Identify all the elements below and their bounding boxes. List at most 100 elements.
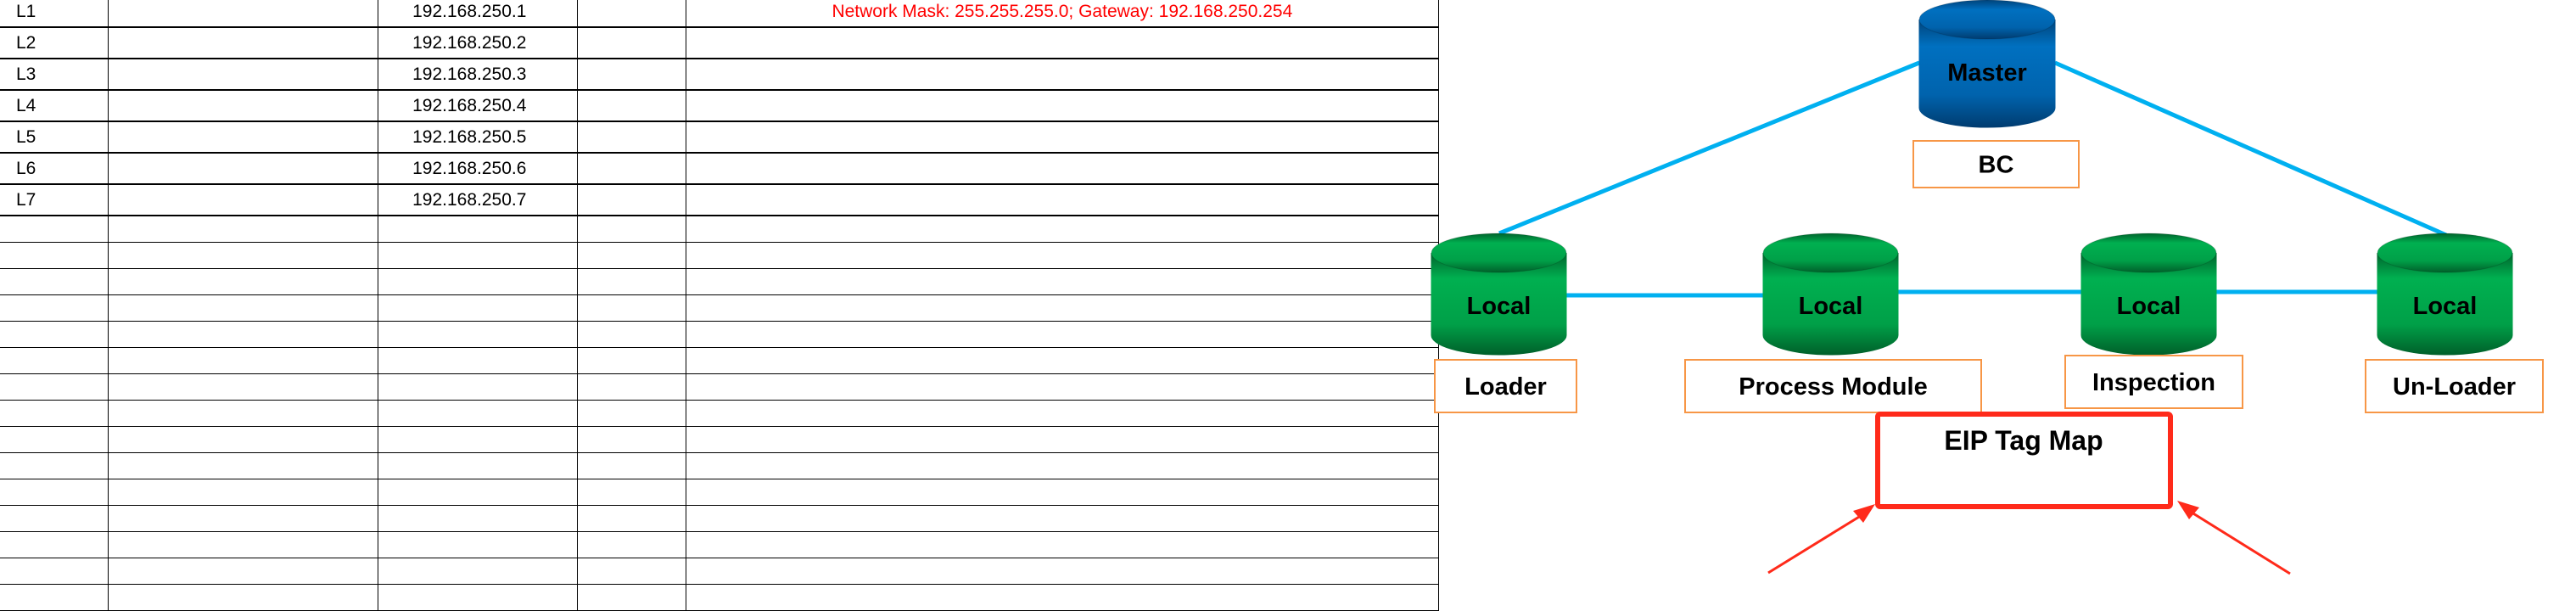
table-row: L2 192.168.250.2 — [0, 26, 1440, 59]
local-node-4-label: Local — [2413, 293, 2478, 320]
cell-empty[interactable] — [378, 373, 578, 401]
cell-ip[interactable]: 192.168.250.6 — [378, 152, 578, 185]
local-role-label-2-text: Process Module — [1739, 373, 1927, 401]
cell-empty[interactable] — [378, 505, 578, 532]
cell-note[interactable] — [685, 121, 1440, 154]
cell-empty[interactable] — [576, 152, 686, 185]
cell-empty[interactable] — [107, 584, 379, 611]
cell-note[interactable] — [685, 89, 1440, 122]
local-node-4-body — [2377, 253, 2513, 356]
cell-empty[interactable] — [107, 268, 379, 295]
cell-empty[interactable] — [107, 400, 379, 427]
cell-empty[interactable] — [576, 479, 686, 506]
cell-note[interactable]: Network Mask: 255.255.255.0; Gateway: 19… — [685, 0, 1440, 28]
cell-note[interactable] — [685, 152, 1440, 185]
cell-empty[interactable] — [576, 268, 686, 295]
cell-empty[interactable] — [685, 268, 1440, 295]
cell-ip[interactable]: 192.168.250.4 — [378, 89, 578, 122]
spreadsheet: L1 192.168.250.1 Network Mask: 255.255.255… — [0, 0, 1440, 611]
cell-empty[interactable] — [107, 321, 379, 348]
cell-empty[interactable] — [576, 584, 686, 611]
cell-empty[interactable] — [0, 584, 109, 611]
cell-empty[interactable] — [576, 373, 686, 401]
cell-empty[interactable] — [107, 294, 379, 322]
cell-empty[interactable] — [0, 426, 109, 453]
table-row-empty — [0, 373, 1440, 401]
cell-empty[interactable] — [378, 558, 578, 585]
local-node-2: Local — [1762, 233, 1899, 356]
cell-empty[interactable] — [685, 242, 1440, 269]
master-node-body — [1918, 20, 2056, 128]
cell-empty[interactable] — [107, 152, 379, 185]
local-node-2-label: Local — [1799, 293, 1863, 320]
cell-name[interactable]: L1 — [0, 0, 109, 28]
cell-note[interactable] — [685, 26, 1440, 59]
cell-empty[interactable] — [107, 426, 379, 453]
link-master-unloader — [2053, 60, 2448, 238]
cell-empty[interactable] — [685, 558, 1440, 585]
cell-empty[interactable] — [107, 121, 379, 154]
cell-empty[interactable] — [378, 452, 578, 479]
cell-empty[interactable] — [378, 400, 578, 427]
local-node-1-label: Local — [1467, 293, 1532, 320]
cell-empty[interactable] — [107, 58, 379, 91]
cell-empty[interactable] — [0, 215, 109, 243]
cell-empty[interactable] — [685, 584, 1440, 611]
local-node-1-body — [1431, 253, 1567, 356]
cell-empty[interactable] — [0, 268, 109, 295]
arrow-left-icon — [1767, 504, 1875, 575]
cell-empty[interactable] — [685, 452, 1440, 479]
cell-empty[interactable] — [685, 347, 1440, 374]
cell-empty[interactable] — [576, 58, 686, 91]
ip-table: L1 192.168.250.1 Network Mask: 255.255.255… — [0, 0, 1440, 611]
cell-empty[interactable] — [107, 183, 379, 216]
cell-empty[interactable] — [576, 121, 686, 154]
cell-name[interactable]: L3 — [0, 58, 109, 91]
cell-empty[interactable] — [576, 505, 686, 532]
cell-empty[interactable] — [0, 505, 109, 532]
cell-empty[interactable] — [107, 26, 379, 59]
cell-empty[interactable] — [107, 0, 379, 28]
local-role-label-1: Loader — [1434, 359, 1577, 413]
cell-empty[interactable] — [378, 531, 578, 558]
cell-note[interactable] — [685, 58, 1440, 91]
master-node-label: Master — [1947, 59, 2027, 87]
cell-ip[interactable]: 192.168.250.1 — [378, 0, 578, 28]
local-role-label-3: Inspection — [2064, 355, 2243, 409]
local-role-label-4-text: Un-Loader — [2393, 373, 2516, 401]
cell-empty[interactable] — [0, 321, 109, 348]
cell-ip[interactable]: 192.168.250.3 — [378, 58, 578, 91]
cell-note[interactable] — [685, 183, 1440, 216]
cell-empty[interactable] — [378, 347, 578, 374]
cell-empty[interactable] — [378, 584, 578, 611]
cell-empty[interactable] — [0, 531, 109, 558]
cell-ip[interactable]: 192.168.250.2 — [378, 26, 578, 59]
cell-empty[interactable] — [0, 373, 109, 401]
local-node-3-label: Local — [2117, 293, 2181, 320]
cell-empty[interactable] — [685, 294, 1440, 322]
table-row: L5 192.168.250.5 — [0, 121, 1440, 154]
table-row-empty — [0, 321, 1440, 348]
cell-empty[interactable] — [378, 242, 578, 269]
cell-empty[interactable] — [107, 531, 379, 558]
cell-empty[interactable] — [576, 242, 686, 269]
cell-empty[interactable] — [685, 400, 1440, 427]
cell-empty[interactable] — [107, 89, 379, 122]
cell-ip[interactable]: 192.168.250.5 — [378, 121, 578, 154]
cell-ip[interactable]: 192.168.250.7 — [378, 183, 578, 216]
cell-name[interactable]: L5 — [0, 121, 109, 154]
table-row-empty — [0, 584, 1440, 611]
local-role-label-2: Process Module — [1684, 359, 1982, 413]
cell-empty[interactable] — [576, 0, 686, 28]
cell-name[interactable]: L2 — [0, 26, 109, 59]
cell-name[interactable]: L6 — [0, 152, 109, 185]
local-node-1: Local — [1431, 233, 1567, 356]
table-row-empty — [0, 531, 1440, 558]
cell-empty[interactable] — [576, 347, 686, 374]
cell-empty[interactable] — [576, 89, 686, 122]
table-row: L3 192.168.250.3 — [0, 58, 1440, 91]
local-node-2-body — [1762, 253, 1899, 356]
cell-empty[interactable] — [576, 452, 686, 479]
cell-empty[interactable] — [576, 321, 686, 348]
